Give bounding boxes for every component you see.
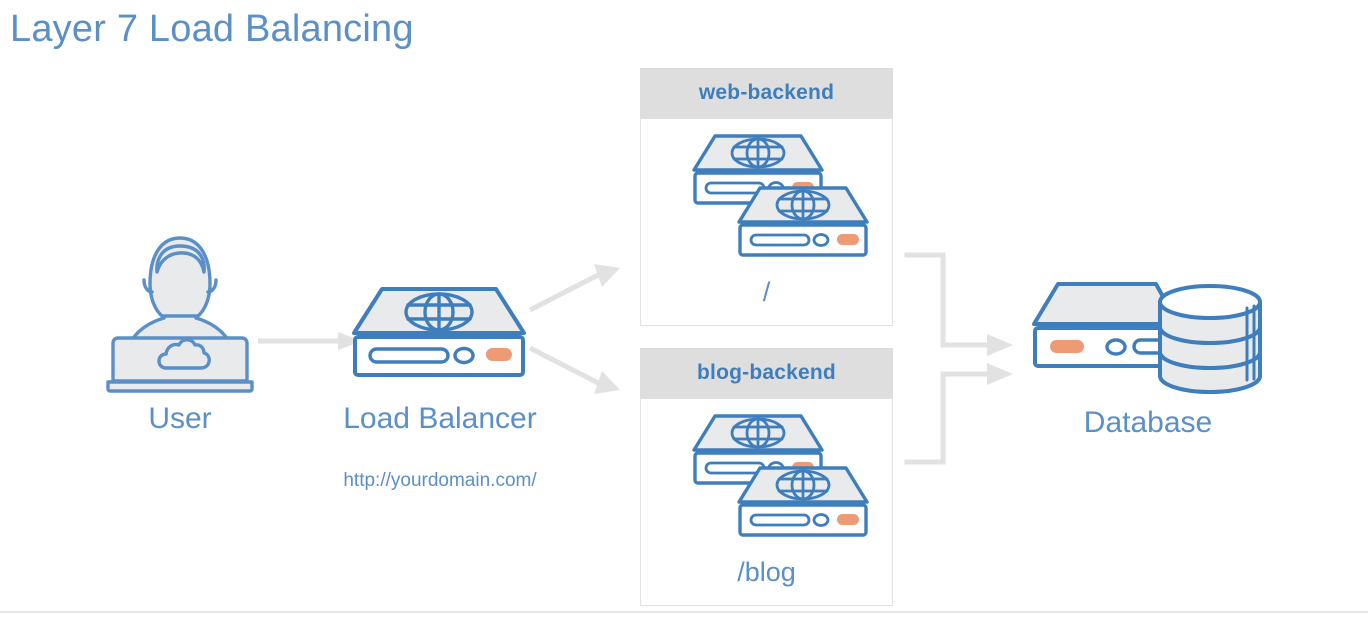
bottom-divider (0, 611, 1368, 613)
user-label: User (148, 402, 212, 435)
web-backend-box: / (640, 118, 893, 326)
blog-backend-header: blog-backend (640, 348, 893, 398)
database-cylinder-icon (1032, 282, 1262, 394)
server-globe-icon-web-2 (737, 186, 869, 257)
web-backend-header-label: web-backend (698, 81, 835, 104)
database-label: Database (1083, 406, 1213, 439)
blog-backend-header-label: blog-backend (697, 361, 836, 384)
server-globe-icon-loadbalancer (352, 287, 526, 377)
load-balancer-url: http://yourdomain.com/ (343, 470, 537, 491)
page-title: Layer 7 Load Balancing (10, 8, 414, 50)
user-laptop-icon (106, 236, 254, 393)
connector-backends-to-database (904, 252, 1013, 465)
connector-user-to-loadbalancer (258, 332, 362, 350)
connector-loadbalancer-to-web-backend (528, 264, 620, 313)
load-balancer-label: Load Balancer (343, 402, 537, 435)
web-backend-path-label: / (762, 277, 771, 307)
server-globe-icon-blog-2 (737, 466, 869, 537)
blog-backend-path-label: /blog (737, 557, 796, 587)
connector-loadbalancer-to-blog-backend (528, 345, 620, 394)
web-backend-header: web-backend (640, 68, 893, 118)
blog-backend-box: /blog (640, 398, 893, 606)
